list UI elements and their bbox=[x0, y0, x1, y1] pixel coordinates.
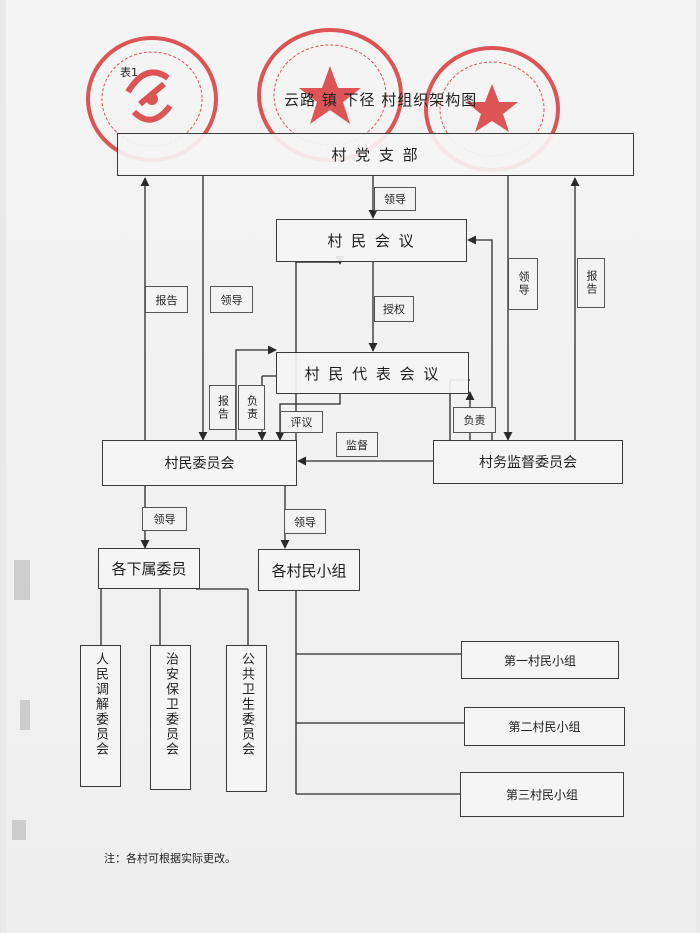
group-3-box: 第三村民小组 bbox=[460, 772, 624, 817]
health-committee-label: 公共卫生委员会 bbox=[239, 652, 254, 757]
edge-label-authorize: 授权 bbox=[374, 296, 414, 322]
footnote: 注：各村可根据实际更改。 bbox=[104, 852, 236, 865]
scan-speck bbox=[14, 560, 30, 600]
edge-label-responsible-mid: 负责 bbox=[238, 385, 265, 430]
party-branch-box: 村 党 支 部 bbox=[117, 133, 634, 176]
villager-groups-box: 各村民小组 bbox=[258, 549, 360, 591]
edge-label-report-mid: 报告 bbox=[209, 385, 236, 430]
security-committee-box: 治安保卫委员会 bbox=[150, 645, 191, 790]
table-tag: 表1 bbox=[120, 66, 138, 79]
scan-speck bbox=[12, 820, 26, 840]
security-committee-label: 治安保卫委员会 bbox=[163, 652, 178, 757]
mediation-committee-label: 人民调解委员会 bbox=[93, 652, 108, 757]
supervision-committee-box: 村务监督委员会 bbox=[433, 440, 623, 484]
subordinate-committees-box: 各下属委员 bbox=[98, 548, 200, 589]
villagers-meeting-box: 村 民 会 议 bbox=[276, 219, 467, 262]
mediation-committee-box: 人民调解委员会 bbox=[80, 645, 121, 787]
edge-label-lead-left: 领导 bbox=[210, 286, 253, 313]
edge-label-report-left: 报告 bbox=[145, 286, 188, 313]
edge-label-report-right: 报告 bbox=[577, 258, 605, 308]
group-1-box: 第一村民小组 bbox=[461, 641, 619, 679]
edge-label-lead-right-text: 领导 bbox=[517, 271, 530, 297]
edge-label-responsible-right: 负责 bbox=[453, 407, 496, 433]
representatives-meeting-box: 村 民 代 表 会 议 bbox=[276, 352, 469, 394]
villagers-committee-box: 村民委员会 bbox=[102, 440, 297, 486]
group-2-box: 第二村民小组 bbox=[464, 707, 625, 746]
edge-label-lead-groups: 领导 bbox=[284, 509, 326, 534]
edge-label-lead-1: 领导 bbox=[374, 187, 416, 211]
edge-label-responsible-mid-text: 负责 bbox=[245, 394, 259, 421]
scan-speck bbox=[20, 700, 30, 730]
edge-label-lead-right: 领导 bbox=[508, 258, 538, 310]
edge-label-review: 评议 bbox=[280, 411, 323, 433]
edge-label-lead-sub: 领导 bbox=[142, 507, 187, 531]
edge-label-supervise: 监督 bbox=[336, 432, 378, 457]
health-committee-box: 公共卫生委员会 bbox=[226, 645, 267, 792]
edge-label-report-mid-text: 报告 bbox=[216, 394, 230, 421]
page-title: 云路 镇 下径 村组织架构图 bbox=[284, 91, 478, 109]
edge-label-report-right-text: 报告 bbox=[585, 270, 598, 296]
